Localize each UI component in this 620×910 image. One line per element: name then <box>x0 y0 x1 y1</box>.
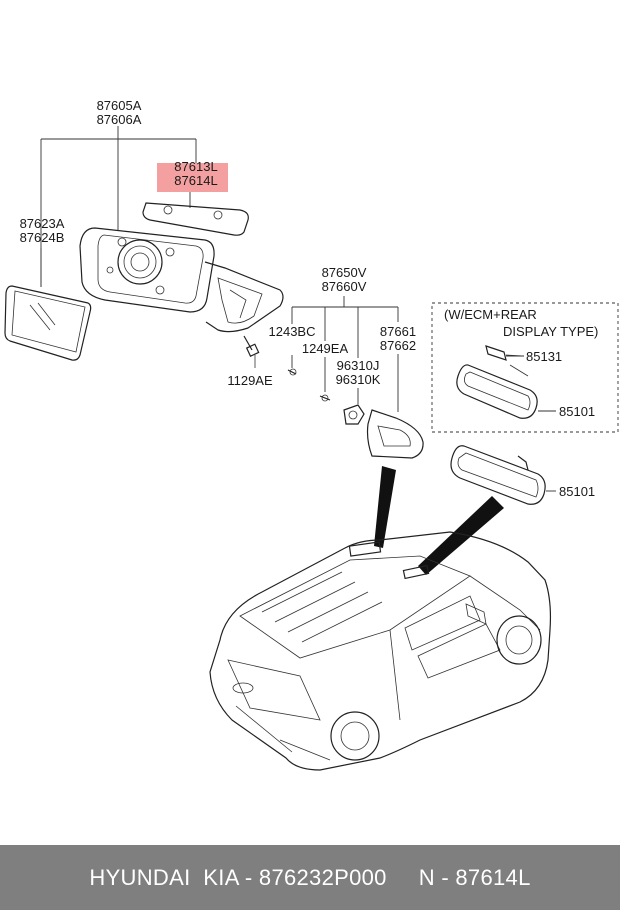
screw-1243bc <box>287 368 297 376</box>
callout-glass-a: 87623A <box>20 216 65 231</box>
highlight-box <box>157 163 228 192</box>
callout-inner-1: 85131 <box>526 349 562 364</box>
callout-housing-b: 87606A <box>97 112 142 127</box>
standard-mirror-part <box>450 445 556 505</box>
base-leader <box>291 296 399 412</box>
callout-base-a: 87650V <box>322 265 367 280</box>
mirror-cover-part <box>142 202 249 236</box>
callout-trim-b: 87662 <box>380 338 416 353</box>
footer-text: HYUNDAI KIA - 876232P000 N - 87614L <box>89 864 531 890</box>
screw-1249ea <box>319 394 331 402</box>
callout-cover-b: 87614L <box>174 173 217 188</box>
mirror-glass-part <box>4 285 92 361</box>
option-box-line1: (W/ECM+REAR <box>444 307 537 322</box>
mirror-housing-part <box>79 227 284 333</box>
parts-diagram: 87605A 87606A 87613L 87614L 87623A 87624… <box>4 98 619 771</box>
callout-screw-3: 1129AE <box>227 373 273 388</box>
part-number-footer: HYUNDAI KIA - 876232P000 N - 87614L <box>0 845 620 910</box>
housing-leader <box>40 126 197 287</box>
screw-1129ae <box>243 335 260 368</box>
callout-screw-1: 1243BC <box>269 324 316 339</box>
callout-cover-a: 87613L <box>174 159 217 174</box>
pointer-arrows <box>374 466 504 575</box>
callout-glass-b: 87624B <box>20 230 65 245</box>
callout-lamp-b: 96310K <box>336 372 381 387</box>
trim-part <box>366 409 424 459</box>
callout-base-b: 87660V <box>322 279 367 294</box>
lamp-part <box>343 404 365 425</box>
option-box-line2: DISPLAY TYPE) <box>503 324 598 339</box>
callout-inner-2: 85101 <box>559 404 595 419</box>
callout-lamp-a: 96310J <box>337 358 380 373</box>
ecm-mirror-part <box>456 345 556 419</box>
callout-trim-a: 87661 <box>380 324 416 339</box>
diagram-canvas: 87605A 87606A 87613L 87614L 87623A 87624… <box>4 98 619 771</box>
vehicle-illustration <box>209 531 552 771</box>
callout-inner-3: 85101 <box>559 484 595 499</box>
callout-screw-2: 1249EA <box>302 341 349 356</box>
callout-housing-a: 87605A <box>97 98 142 113</box>
option-box <box>431 302 619 433</box>
